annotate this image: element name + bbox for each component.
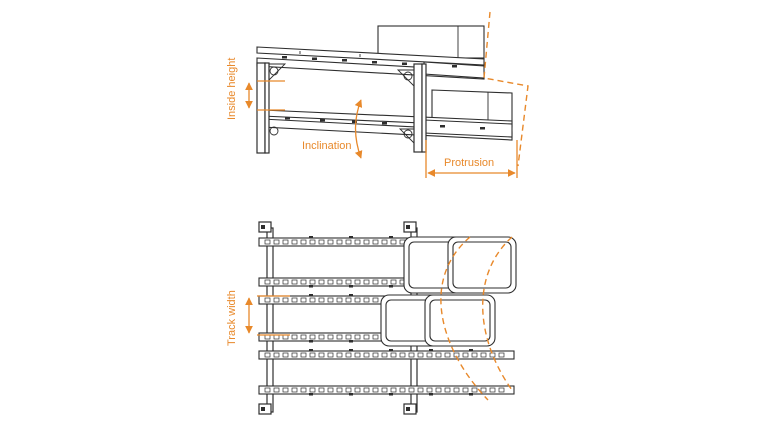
end-brackets	[258, 221, 417, 415]
left-upright	[256, 62, 266, 154]
track-width-label: Track width	[226, 290, 238, 346]
swing-arc-1	[440, 236, 489, 401]
inclination-label: Inclination	[302, 140, 352, 152]
roller-track	[258, 277, 411, 288]
roller-track	[258, 332, 387, 343]
left-cross-member	[266, 227, 274, 413]
inclination-arrow	[354, 99, 363, 159]
swing-arc-2	[482, 236, 513, 391]
upper-carton	[377, 25, 485, 59]
top-shelf	[256, 46, 485, 80]
roller-track	[258, 349, 515, 360]
protrusion-label: Protrusion	[444, 157, 494, 169]
side-view: Inside height Inclination Protrusion	[226, 11, 529, 178]
roller-track	[258, 236, 411, 247]
roller-track	[258, 385, 515, 396]
protrusion-dashed-outline	[483, 11, 529, 167]
roller-tracks	[258, 236, 515, 396]
top-view: Track width	[226, 221, 517, 415]
inside-height-label: Inside height	[226, 58, 238, 120]
right-upright	[413, 63, 423, 153]
